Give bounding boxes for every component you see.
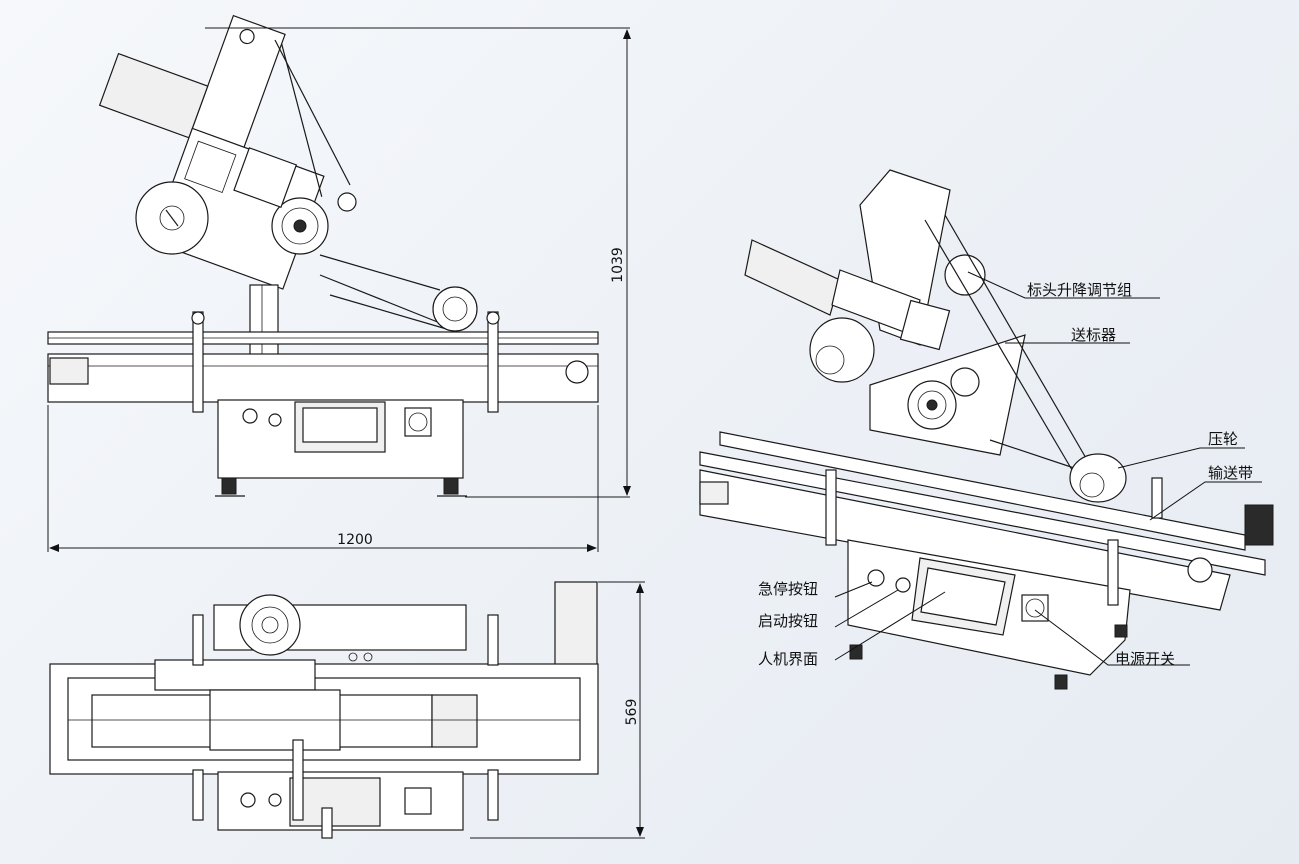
dim-1039: 1039 [610,247,626,283]
front-view [47,14,599,497]
label-head-adjust: 标头升降调节组 [1027,281,1132,299]
label-power-switch: 电源开关 [1115,650,1175,668]
label-emergency-stop: 急停按钮 [758,580,818,598]
dimension-width-top: 569 [470,581,645,839]
dimension-width-front: 1200 [47,405,599,552]
isometric-view [699,169,1274,690]
label-tray [98,52,209,139]
top-view [49,581,599,839]
press-roller-front [432,286,478,332]
dimension-height: 1039 [205,27,631,498]
dim-569: 569 [624,699,640,726]
label-press-roller: 压轮 [1208,430,1238,448]
label-hmi: 人机界面 [758,650,818,668]
label-conveyor: 输送带 [1208,464,1253,482]
label-label-feeder: 送标器 [1071,326,1116,344]
press-roller-iso [1069,453,1127,503]
label-start-button: 启动按钮 [758,612,818,630]
dim-1200: 1200 [337,532,373,548]
callouts [834,271,1262,666]
